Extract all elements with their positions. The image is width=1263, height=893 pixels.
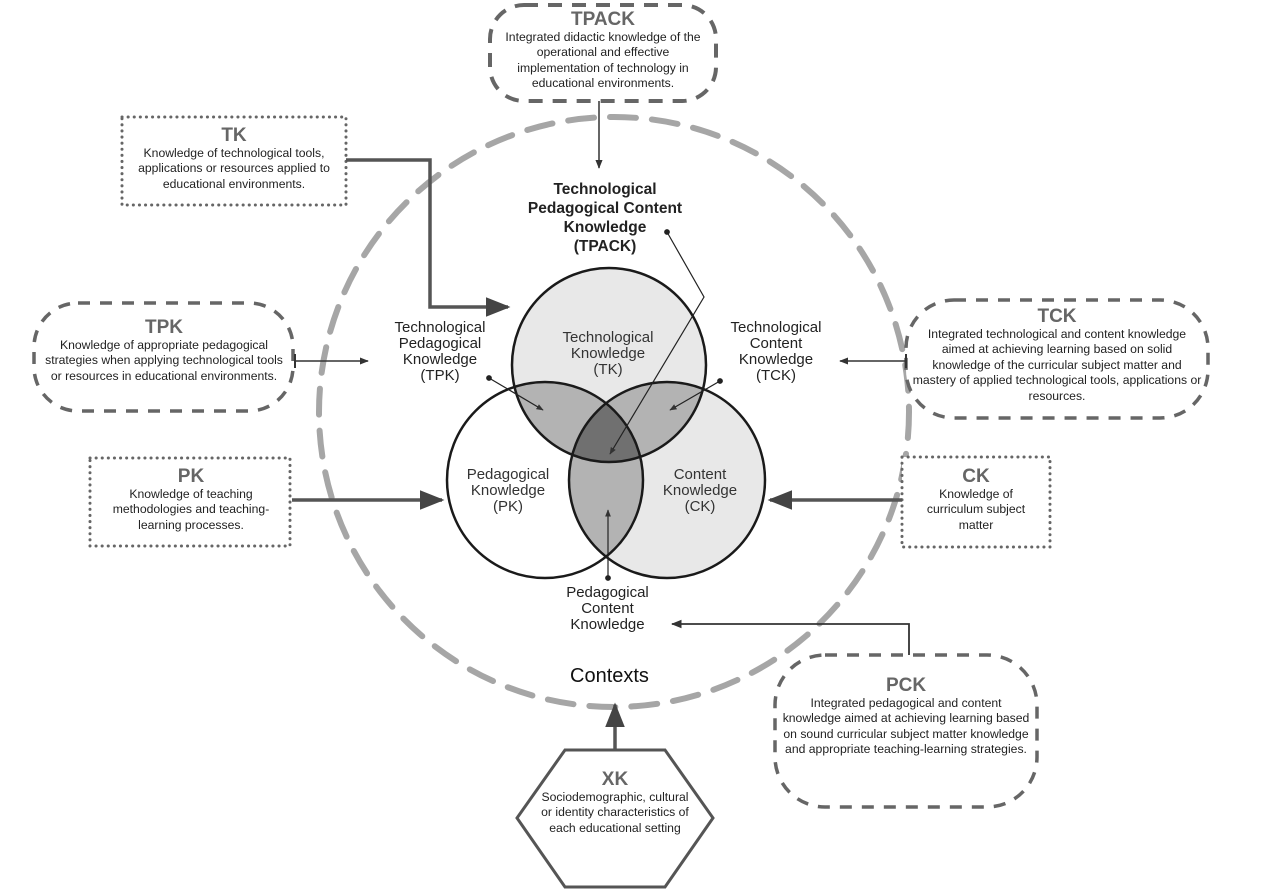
tpk-pointer [486,375,544,411]
tck-box: TCK Integrated technological and content… [912,307,1202,404]
ck-box-border [900,455,1052,549]
pck-center-label: Pedagogical Content Knowledge [566,584,649,633]
tpack-box: TPACK Integrated didactic knowledge of t… [495,10,711,92]
xk-box-desc: Sociodemographic, cultural or identity c… [541,790,689,835]
pck-box-border [773,653,1039,809]
tpk-box-title: TPK [145,317,183,338]
tck-pointer [669,378,723,411]
tpack-box-title: TPACK [570,9,636,30]
pck-box: PCK Integrated pedagogical and content k… [778,676,1034,758]
contexts-label: Contexts [570,665,649,687]
ck-box-desc: Knowledge of curriculum subject matter [926,487,1026,532]
xk-box: XK Sociodemographic, cultural or identit… [540,770,690,836]
tk-box-desc: Knowledge of technological tools, applic… [138,146,330,191]
pk-circle-label: Pedagogical Knowledge (PK) [466,466,550,515]
ck-circle-label: Content Knowledge (CK) [662,466,738,515]
tk-box-title: TK [221,125,247,146]
tk-circle-label: Technological Knowledge (TK) [562,329,654,378]
ck-box: CK Knowledge of curriculum subject matte… [906,467,1046,533]
pk-box: PK Knowledge of teaching methodologies a… [96,467,286,533]
tpk-box-desc: Knowledge of appropriate pedagogical str… [45,338,283,383]
pck-box-desc: Integrated pedagogical and content knowl… [782,696,1030,757]
pk-box-desc: Knowledge of teaching methodologies and … [112,487,270,532]
xk-hexagon [515,748,715,889]
tk-box: TK Knowledge of technological tools, app… [126,126,342,192]
tck-box-desc: Integrated technological and content kno… [912,327,1202,403]
tpack-center-label: Technological Pedagogical Content Knowle… [527,181,683,255]
pk-box-border [88,456,292,548]
pck-box-title: PCK [885,675,927,696]
pck-arrow [670,619,910,655]
tpack-box-border [488,3,718,103]
tck-box-title: TCK [1037,306,1077,327]
tk-arrow [346,158,511,317]
xk-box-title: XK [601,769,629,790]
tpk-box: TPK Knowledge of appropriate pedagogical… [42,318,286,384]
tpack-pointer [609,229,705,455]
tck-center-label: Technological Content Knowledge (TCK) [730,319,822,384]
tpack-box-desc: Integrated didactic knowledge of the ope… [505,30,701,91]
pk-box-title: PK [177,466,205,487]
tpk-center-label: Technological Pedagogical Knowledge (TPK… [394,319,486,384]
tpk-box-border [32,301,295,413]
ck-box-title: CK [962,466,990,487]
tk-box-border [120,115,348,207]
